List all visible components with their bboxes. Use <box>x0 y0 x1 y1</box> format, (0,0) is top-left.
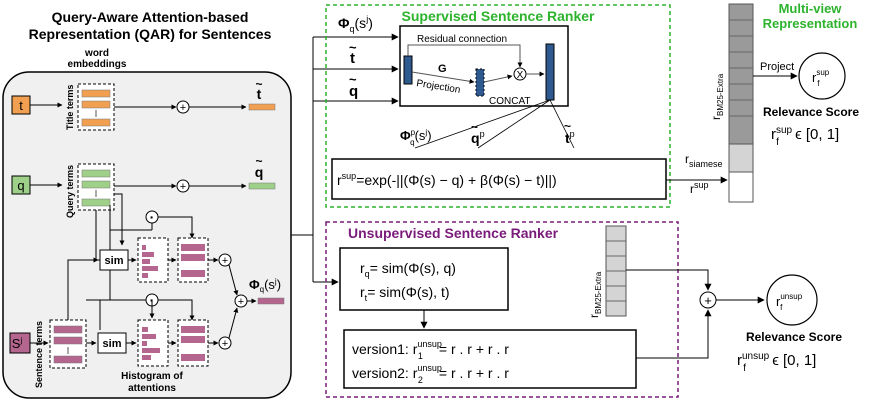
svg-text:~: ~ <box>255 77 262 91</box>
input-q-label: q <box>17 178 24 193</box>
query-sum-plus: + <box>180 181 186 193</box>
unsupervised-ranker-panel <box>325 221 679 398</box>
svg-text:~: ~ <box>255 154 262 168</box>
unsup-bm25-vector <box>605 225 627 317</box>
supervised-ranker-panel <box>325 4 671 208</box>
svg-text:+: + <box>222 255 228 267</box>
sentence-vector-label: Φq(sj) <box>249 277 281 294</box>
histogram-label-1: Histogram of <box>121 371 183 382</box>
supervised-ranker-title: Supervised Sentence Ranker <box>402 8 596 24</box>
sentence-vector-out <box>257 297 285 305</box>
sup-input-t: t <box>350 50 355 67</box>
qar-title-line1: Query-Aware Attention-based <box>52 9 249 25</box>
svg-text:~: ~ <box>564 119 571 133</box>
sup-score-node <box>798 52 846 100</box>
svg-text:~: ~ <box>349 40 357 55</box>
sup-input-q: q <box>349 83 358 100</box>
query-terms-label: Query terms <box>65 165 75 218</box>
input-t-label: t <box>19 98 23 113</box>
multiview-title-1: Multi-view <box>779 1 843 16</box>
sentence-terms-label: Sentence terms <box>34 321 44 388</box>
title-vector-out <box>248 103 276 111</box>
word-embeddings-label-2: embeddings <box>68 59 127 70</box>
word-embeddings-label-1: word <box>84 48 109 59</box>
input-layer <box>403 55 413 85</box>
sup-input-phi: Φq(sj) <box>338 14 373 34</box>
supervised-formula-box <box>331 158 667 200</box>
g-label: G <box>438 63 447 75</box>
rq-formula: rq= sim(Φ(s), q) <box>360 260 456 279</box>
unsup-score-node <box>766 274 818 326</box>
histogram-label-2: attentions <box>128 383 176 394</box>
query-pool-node <box>218 253 232 267</box>
rsup-arrow-label: rsup <box>690 180 709 196</box>
multiview-title-2: Representation <box>763 16 858 31</box>
sim-block-title-label: sim <box>103 338 122 350</box>
unsupervised-ranker-title: Unsupervised Sentence Ranker <box>348 225 559 241</box>
sim-block-query-label: sim <box>105 255 124 267</box>
input-s-label: Sj <box>12 336 23 351</box>
svg-text:~: ~ <box>471 120 478 134</box>
concat-label: CONCAT <box>489 96 530 107</box>
svg-text:·: · <box>150 209 155 225</box>
title-sum-plus: + <box>180 102 186 114</box>
rsiamese-label: rsiamese <box>685 152 723 169</box>
concat-layer <box>545 43 555 101</box>
multiview-vector <box>728 3 754 203</box>
unsup-relevance-label: Relevance Score <box>746 330 842 344</box>
title-vector-label: t <box>257 86 262 102</box>
title-terms-label: Title terms <box>65 85 75 130</box>
project-label: Project <box>760 61 794 73</box>
residual-connection-label: Residual connection <box>417 34 507 45</box>
svg-text:~: ~ <box>349 72 357 87</box>
title-pool-node <box>218 336 232 350</box>
sup-out-q: qp <box>471 129 485 146</box>
projection-layer <box>475 68 485 97</box>
multiview-bm25-label: rBM25-Extra <box>709 73 725 120</box>
svg-text:+: + <box>704 293 712 308</box>
svg-text:X: X <box>517 70 524 81</box>
sup-relevance-label: Relevance Score <box>763 105 859 119</box>
similarity-box <box>339 247 509 311</box>
svg-text:+: + <box>238 296 244 308</box>
version-box <box>343 329 637 389</box>
query-vector-out <box>248 182 276 190</box>
supervised-formula: rsup=exp(-||(Φ(s) − q) + β(Φ(s) − t)||) <box>337 171 557 188</box>
qar-title-line2: Representation (QAR) for Sentences <box>29 26 272 42</box>
sup-out-t: tp <box>565 129 575 146</box>
svg-text:+: + <box>222 338 228 350</box>
rt-formula: rt= sim(Φ(s), t) <box>360 284 450 303</box>
query-vector-label: q <box>255 164 264 180</box>
unsup-bm25-label: rBM25-Extra <box>587 271 603 318</box>
